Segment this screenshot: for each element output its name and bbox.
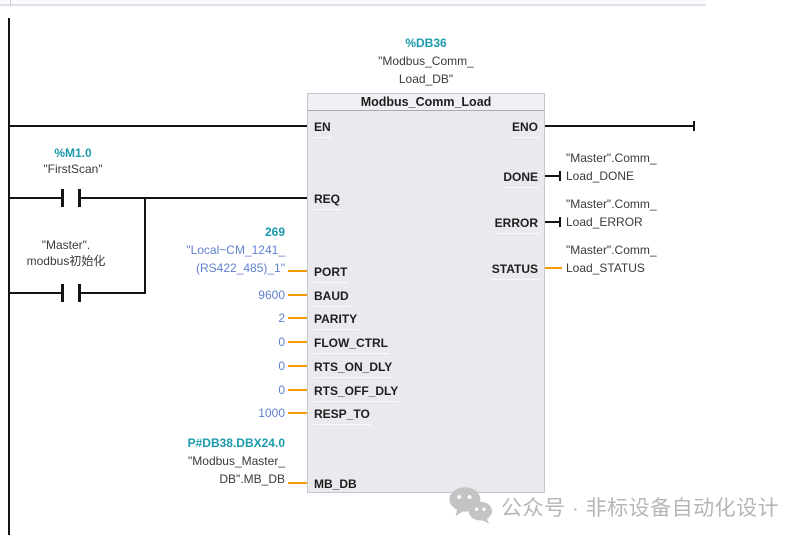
baud-stub-wire	[288, 294, 307, 296]
contact-firstscan-name[interactable]: "FirstScan"	[43, 162, 103, 176]
status-operand-line2[interactable]: Load_STATUS	[566, 261, 645, 275]
error-operand-line2[interactable]: Load_ERROR	[566, 215, 643, 229]
branch-vertical-wire	[144, 197, 146, 294]
mb-db-operand-name-line2[interactable]: DB".MB_DB	[219, 472, 285, 486]
req-wire-left	[9, 197, 61, 199]
port-operand-name-line2[interactable]: (RS422_485)_1"	[196, 261, 285, 275]
en-wire	[9, 125, 307, 127]
watermark-text: 公众号 · 非标设备自动化设计	[501, 497, 780, 520]
contact-firstscan-bar-right	[78, 189, 81, 207]
instance-db-name-line1[interactable]: "Modbus_Comm_	[378, 54, 474, 68]
pin-rts-off-dly[interactable]: RTS_OFF_DLY	[313, 382, 400, 402]
rts-on-dly-stub-wire	[288, 365, 307, 367]
pin-resp-to[interactable]: RESP_TO	[313, 405, 371, 425]
parity-stub-wire	[288, 317, 307, 319]
pin-baud[interactable]: BAUD	[313, 287, 350, 307]
done-stub-wire	[545, 175, 561, 177]
toolbar-divider	[10, 0, 11, 6]
eno-wire	[545, 125, 695, 127]
contact-modbus-init-bar-right	[78, 284, 81, 302]
eno-wire-end-tick	[693, 121, 695, 131]
pin-parity[interactable]: PARITY	[313, 310, 359, 330]
rts-off-dly-operand[interactable]: 0	[278, 383, 285, 397]
mb-db-operand-value[interactable]: P#DB38.DBX24.0	[187, 436, 285, 450]
error-wire-end-tick	[559, 217, 561, 227]
resp-to-operand[interactable]: 1000	[258, 406, 285, 420]
contact-firstscan-bar-left	[61, 189, 64, 207]
mb-db-stub-wire	[288, 482, 307, 484]
port-operand-value[interactable]: 269	[264, 225, 285, 239]
pin-eno[interactable]: ENO	[510, 118, 539, 138]
pin-error[interactable]: ERROR	[493, 214, 539, 234]
baud-operand[interactable]: 9600	[258, 288, 285, 302]
pin-port[interactable]: PORT	[313, 263, 349, 283]
instance-db-name-line2[interactable]: Load_DB"	[398, 72, 454, 86]
pin-flow-ctrl[interactable]: FLOW_CTRL	[313, 334, 389, 354]
done-wire-end-tick	[559, 171, 561, 181]
mb-db-operand-name-line1[interactable]: "Modbus_Master_	[188, 454, 285, 468]
branch-wire-left	[9, 292, 61, 294]
done-operand-line1[interactable]: "Master".Comm_	[566, 151, 657, 165]
port-stub-wire	[288, 270, 307, 272]
error-stub-wire	[545, 221, 561, 223]
pin-status[interactable]: STATUS	[490, 260, 539, 280]
pin-rts-on-dly[interactable]: RTS_ON_DLY	[313, 358, 394, 378]
status-operand-line1[interactable]: "Master".Comm_	[566, 243, 657, 257]
flow-ctrl-stub-wire	[288, 341, 307, 343]
done-operand-line2[interactable]: Load_DONE	[566, 169, 635, 183]
pin-req[interactable]: REQ	[313, 190, 342, 210]
flow-ctrl-operand[interactable]: 0	[278, 335, 285, 349]
rts-off-dly-stub-wire	[288, 389, 307, 391]
error-operand-line1[interactable]: "Master".Comm_	[566, 197, 657, 211]
port-operand-name-line1[interactable]: "Local~CM_1241_	[186, 243, 285, 257]
pin-en[interactable]: EN	[313, 118, 332, 138]
power-rail	[8, 18, 10, 535]
branch-wire-right	[81, 292, 146, 294]
pin-mb-db[interactable]: MB_DB	[313, 475, 358, 495]
wechat-icon	[448, 486, 493, 524]
rts-on-dly-operand[interactable]: 0	[278, 359, 285, 373]
parity-operand[interactable]: 2	[278, 311, 285, 325]
contact-modbus-init-name-line2[interactable]: modbus初始化	[26, 254, 106, 268]
modbus-comm-load-block[interactable]: Modbus_Comm_Load EN REQ PORT BAUD PARITY…	[307, 93, 545, 495]
req-wire-right	[81, 197, 307, 199]
toolbar-strip	[0, 0, 706, 6]
block-title[interactable]: Modbus_Comm_Load	[308, 94, 544, 111]
pin-done[interactable]: DONE	[502, 168, 539, 188]
contact-modbus-init-name-line1[interactable]: "Master".	[41, 238, 91, 252]
resp-to-stub-wire	[288, 412, 307, 414]
contact-firstscan-address[interactable]: %M1.0	[54, 146, 92, 160]
instance-db-address[interactable]: %DB36	[405, 36, 447, 50]
contact-modbus-init-bar-left	[61, 284, 64, 302]
status-stub-wire	[545, 267, 562, 269]
